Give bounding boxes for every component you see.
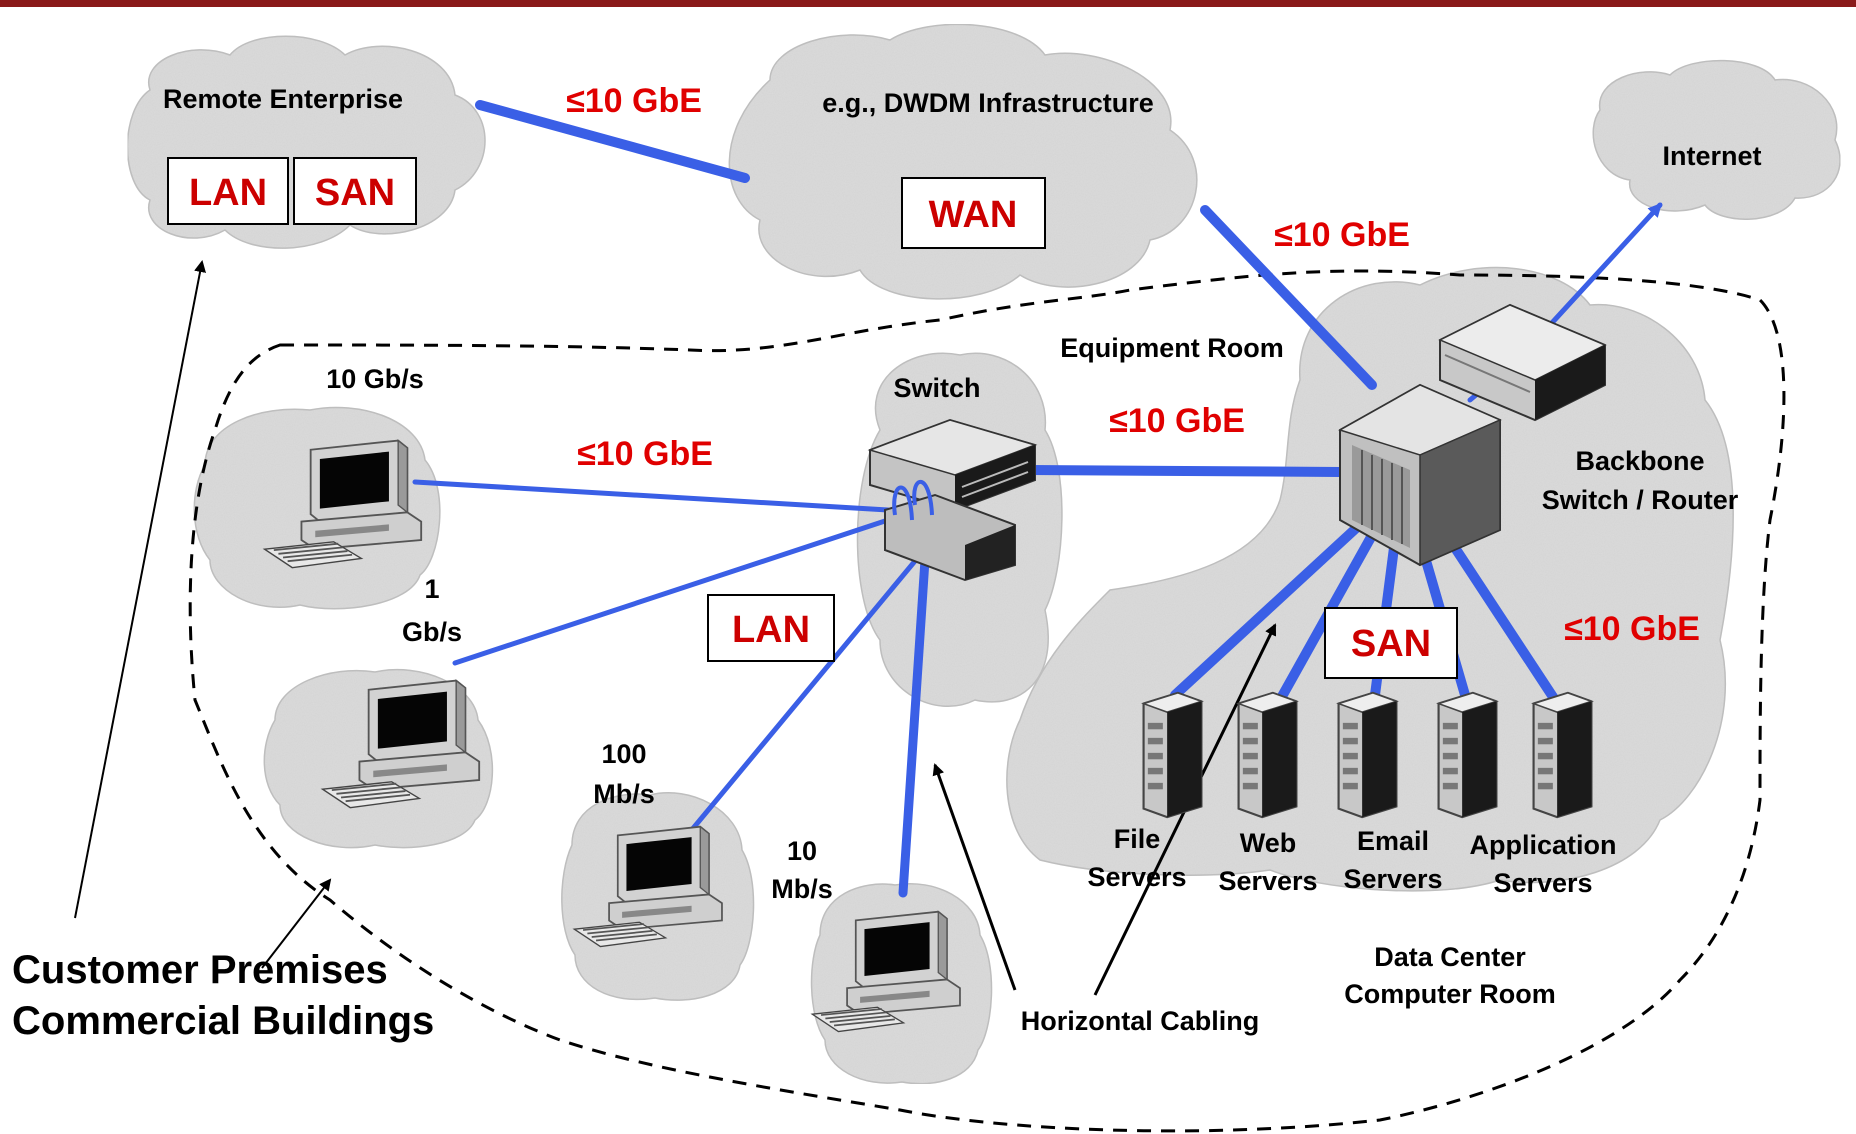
arrow-customer-to-premises [261, 878, 332, 969]
backbone-switch-icon [1338, 383, 1502, 567]
data-center-title-1: Data Center [1374, 942, 1526, 972]
email-servers-line2: Servers [1343, 864, 1442, 894]
speed-pc2-line2: Gb/s [402, 617, 462, 647]
link-switch-backbone [1025, 465, 1345, 477]
remote-lan-label: LAN [189, 172, 267, 214]
remote-enterprise-title: Remote Enterprise [163, 84, 403, 114]
email-servers-line1: Email [1357, 826, 1429, 856]
remote-san-box [293, 157, 417, 225]
remote-lan-box [167, 157, 289, 225]
speed-pc3-line2: Mb/s [593, 779, 655, 809]
speed-pc2-line1: 1 [424, 574, 439, 604]
internet-cloud [1592, 59, 1841, 220]
server-tower-icon [1142, 691, 1203, 819]
speed-pc1: 10 Gb/s [326, 364, 424, 394]
link-router-internet [1547, 202, 1663, 328]
switch-icon [867, 418, 1038, 582]
file-servers-line1: File [1114, 824, 1161, 854]
link-remote-wan [475, 100, 750, 183]
link-backbone-extra-server [1435, 520, 1560, 705]
internet-title: Internet [1662, 141, 1761, 171]
commercial-buildings-label: Commercial Buildings [12, 999, 434, 1043]
link-pc2-switch [452, 517, 891, 666]
link-label-switch-backbone: ≤10 GbE [1109, 402, 1245, 440]
link-pc1-switch [412, 479, 891, 513]
server-tower-icon [1237, 691, 1298, 819]
application-servers-line2: Servers [1493, 868, 1592, 898]
server-tower-icon [1532, 691, 1593, 819]
lan-box [707, 594, 835, 662]
router-icon [1438, 303, 1607, 422]
application-servers-line1: Application [1470, 830, 1617, 860]
equipment-room-title: Equipment Room [1060, 333, 1284, 363]
arrow-cabling-to-switch [932, 763, 1017, 991]
speed-pc4-line2: Mb/s [771, 874, 833, 904]
wan-label: WAN [929, 194, 1018, 236]
speed-pc3-line1: 100 [601, 739, 646, 769]
speed-pc4-line1: 10 [787, 836, 817, 866]
switch-title: Switch [893, 373, 980, 403]
backbone-label-1: Backbone [1575, 446, 1704, 476]
link-pc3-switch [687, 552, 923, 835]
link-pc4-switch [898, 555, 930, 898]
link-backbone-file-servers [1170, 515, 1370, 700]
server-tower-icon [1337, 691, 1398, 819]
dwdm-cloud [728, 23, 1198, 300]
lan-label: LAN [732, 609, 810, 651]
san-box [1324, 607, 1458, 679]
san-label: SAN [1351, 623, 1431, 665]
web-servers-line2: Servers [1218, 866, 1317, 896]
horizontal-cabling-label: Horizontal Cabling [1021, 1006, 1260, 1036]
link-wan-backbone [1200, 205, 1377, 390]
customer-premises-boundary [188, 269, 1786, 1133]
data-center-title-2: Computer Room [1344, 979, 1556, 1009]
top-rule [0, 0, 1856, 7]
link-label-remote-wan: ≤10 GbE [566, 82, 702, 120]
customer-premises-label: Customer Premises [12, 948, 388, 992]
dwdm-title: e.g., DWDM Infrastructure [822, 88, 1154, 118]
remote-san-label: SAN [315, 172, 395, 214]
link-label-wan-backbone: ≤10 GbE [1274, 216, 1410, 254]
link-label-backbone-servers: ≤10 GbE [1564, 610, 1700, 648]
link-label-pc-switch: ≤10 GbE [577, 435, 713, 473]
arrow-customer-to-remote [74, 260, 206, 919]
backbone-label-2: Switch / Router [1542, 485, 1739, 515]
file-servers-line2: Servers [1087, 862, 1186, 892]
wan-box [901, 177, 1046, 249]
web-servers-line1: Web [1240, 828, 1297, 858]
server-tower-icon [1437, 691, 1498, 819]
